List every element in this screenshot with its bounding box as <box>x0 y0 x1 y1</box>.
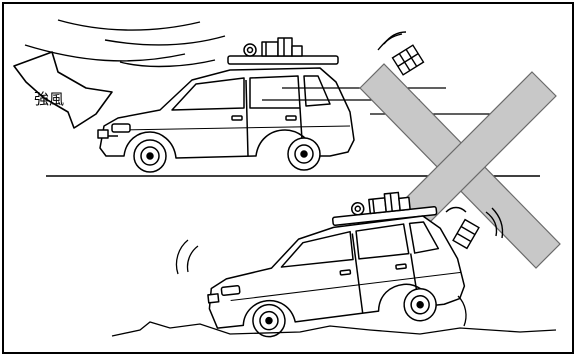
wind-arrow-label: 強風 <box>34 88 64 109</box>
